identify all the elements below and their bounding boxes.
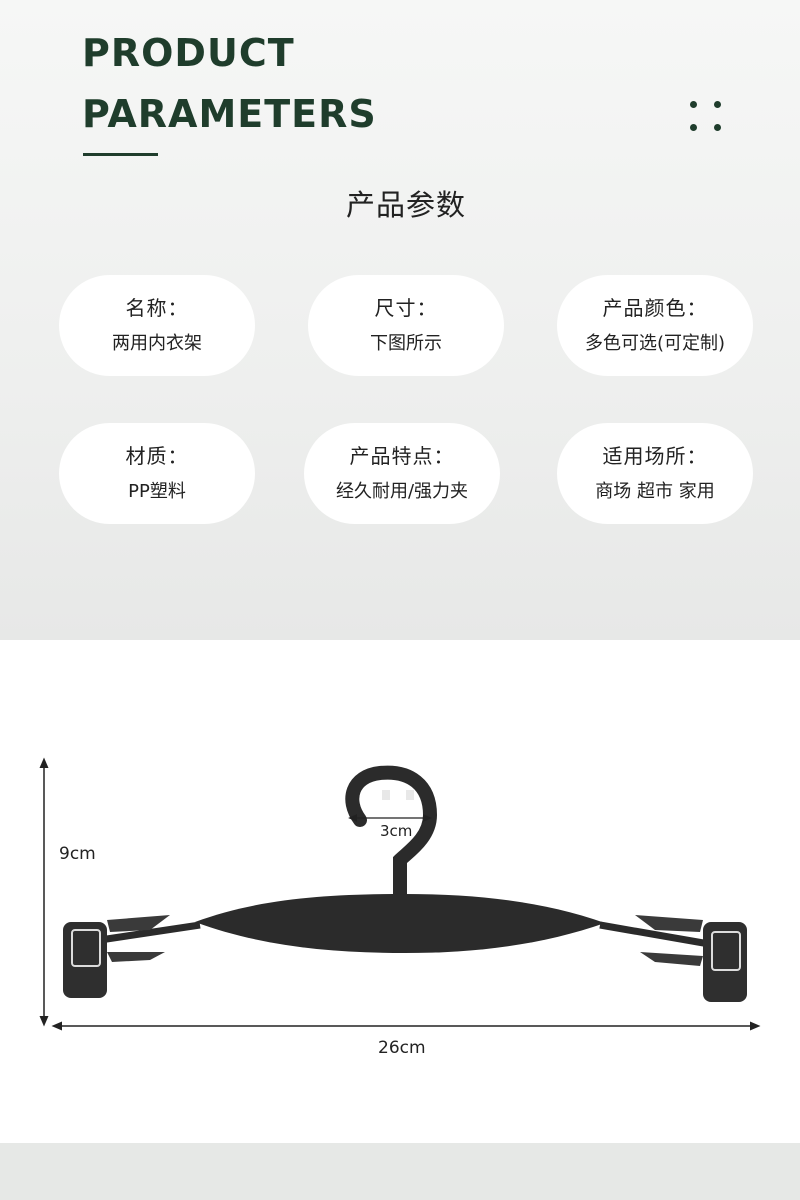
- title-line-1: PRODUCT: [82, 31, 295, 75]
- param-value: 下图所示: [370, 333, 442, 354]
- title-line-2: PARAMETERS: [82, 92, 377, 136]
- title-underline: [83, 153, 158, 156]
- param-card-material: 材质： PP塑料: [59, 423, 255, 524]
- hanger-illustration: [39, 757, 761, 1031]
- dots-decoration-icon: [688, 98, 724, 134]
- param-card-usage: 适用场所： 商场 超市 家用: [557, 423, 753, 524]
- right-clip-icon: [635, 915, 747, 1002]
- param-label: 产品特点：: [349, 444, 455, 468]
- hook-dimension-label: 3cm: [380, 822, 413, 840]
- param-value: 多色可选(可定制): [584, 333, 726, 354]
- width-dimension-label: 26cm: [378, 1038, 426, 1058]
- param-card-size: 尺寸： 下图所示: [308, 275, 504, 376]
- param-card-color: 产品颜色： 多色可选(可定制): [557, 275, 753, 376]
- param-label: 尺寸：: [374, 296, 438, 320]
- left-clip-icon: [63, 915, 170, 998]
- section-subtitle: 产品参数: [345, 188, 466, 222]
- param-value: 商场 超市 家用: [595, 481, 715, 502]
- param-label: 产品颜色：: [602, 296, 708, 320]
- hanger-body-icon: [99, 894, 716, 953]
- param-card-name: 名称： 两用内衣架: [59, 275, 255, 376]
- param-value: PP塑料: [128, 481, 186, 502]
- param-value: 经久耐用/强力夹: [335, 481, 469, 502]
- param-label: 名称：: [125, 296, 189, 320]
- param-card-features: 产品特点： 经久耐用/强力夹: [304, 423, 500, 524]
- hanger-hook-icon: [345, 765, 438, 902]
- param-label: 材质：: [125, 444, 189, 468]
- parameters-section: PRODUCT PARAMETERS 产品参数 名称： 两用内衣架 尺寸： 下图…: [0, 0, 800, 640]
- height-dimension-label: 9cm: [59, 844, 96, 864]
- bottom-band: [0, 1143, 800, 1200]
- param-label: 适用场所：: [602, 444, 708, 468]
- param-value: 两用内衣架: [112, 333, 202, 354]
